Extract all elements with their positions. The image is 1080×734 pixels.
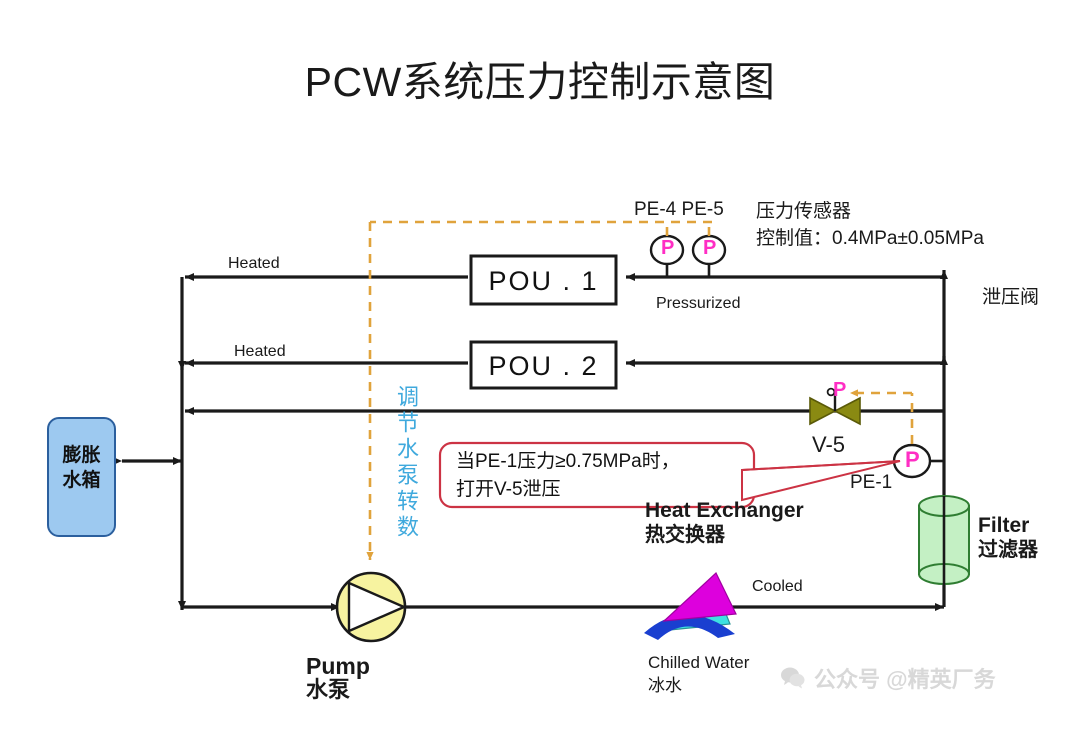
sensor-p-pe5: P	[703, 237, 717, 259]
callout-message: 当PE-1压力≥0.75MPa时， 打开V-5泄压	[456, 451, 680, 500]
v5-label: V-5	[812, 432, 846, 457]
valve-p-marker: P	[833, 379, 847, 401]
pressure-sensor-title: 压力传感器	[756, 201, 852, 222]
expansion-tank-label: 膨胀 水箱	[48, 444, 115, 493]
pou1-box	[469, 254, 618, 306]
relief-valve-label: 泄压阀	[982, 287, 1040, 308]
pump-speed-annotation: 调节水泵转数	[394, 385, 419, 541]
heated-label-1: Heated	[228, 255, 280, 272]
sensor-p-pe1: P	[905, 447, 920, 472]
page-title: PCW系统压力控制示意图	[304, 59, 776, 105]
cooled-label: Cooled	[752, 578, 803, 595]
pe45-label: PE-4 PE-5	[634, 199, 724, 220]
expansion-tank-shape	[47, 417, 116, 537]
pressurized-label: Pressurized	[656, 295, 741, 312]
filter-symbol	[918, 495, 970, 590]
watermark: 公众号 @精英厂务	[780, 662, 996, 694]
filter-label-en: Filter	[978, 514, 1030, 537]
pipe-network	[113, 262, 948, 611]
heat-exchanger-label-en: Heat Exchanger	[645, 499, 804, 522]
chilled-water-symbol	[644, 572, 737, 640]
pump-label-cn: 水泵	[306, 677, 351, 702]
pe1-label: PE-1	[850, 472, 893, 493]
sensor-p-pe4: P	[661, 237, 675, 259]
wechat-icon	[781, 667, 805, 689]
pou2-label: POU . 2	[488, 351, 599, 381]
callout-bubble	[438, 441, 901, 509]
chilled-water-label-en: Chilled Water	[648, 653, 750, 672]
watermark-text: 公众号 @精英厂务	[814, 667, 996, 692]
control-signal-lines	[366, 220, 914, 560]
filter-label-cn: 过滤器	[978, 539, 1038, 561]
heated-label-2: Heated	[234, 343, 286, 360]
pump-symbol	[335, 571, 408, 643]
v5-valve-symbol	[809, 387, 861, 426]
expansion-tank-label-line1: 膨胀	[62, 445, 101, 466]
chilled-water-label-cn: 冰水	[648, 676, 682, 695]
pou2-box	[469, 340, 618, 390]
pressure-sensor-setpoint: 控制值：0.4MPa±0.05MPa	[756, 228, 984, 249]
expansion-tank-label-line2: 水箱	[62, 469, 101, 491]
heat-exchanger-label-cn: 热交换器	[645, 524, 725, 546]
pump-label-en: Pump	[306, 653, 370, 679]
pou1-label: POU . 1	[488, 266, 599, 296]
